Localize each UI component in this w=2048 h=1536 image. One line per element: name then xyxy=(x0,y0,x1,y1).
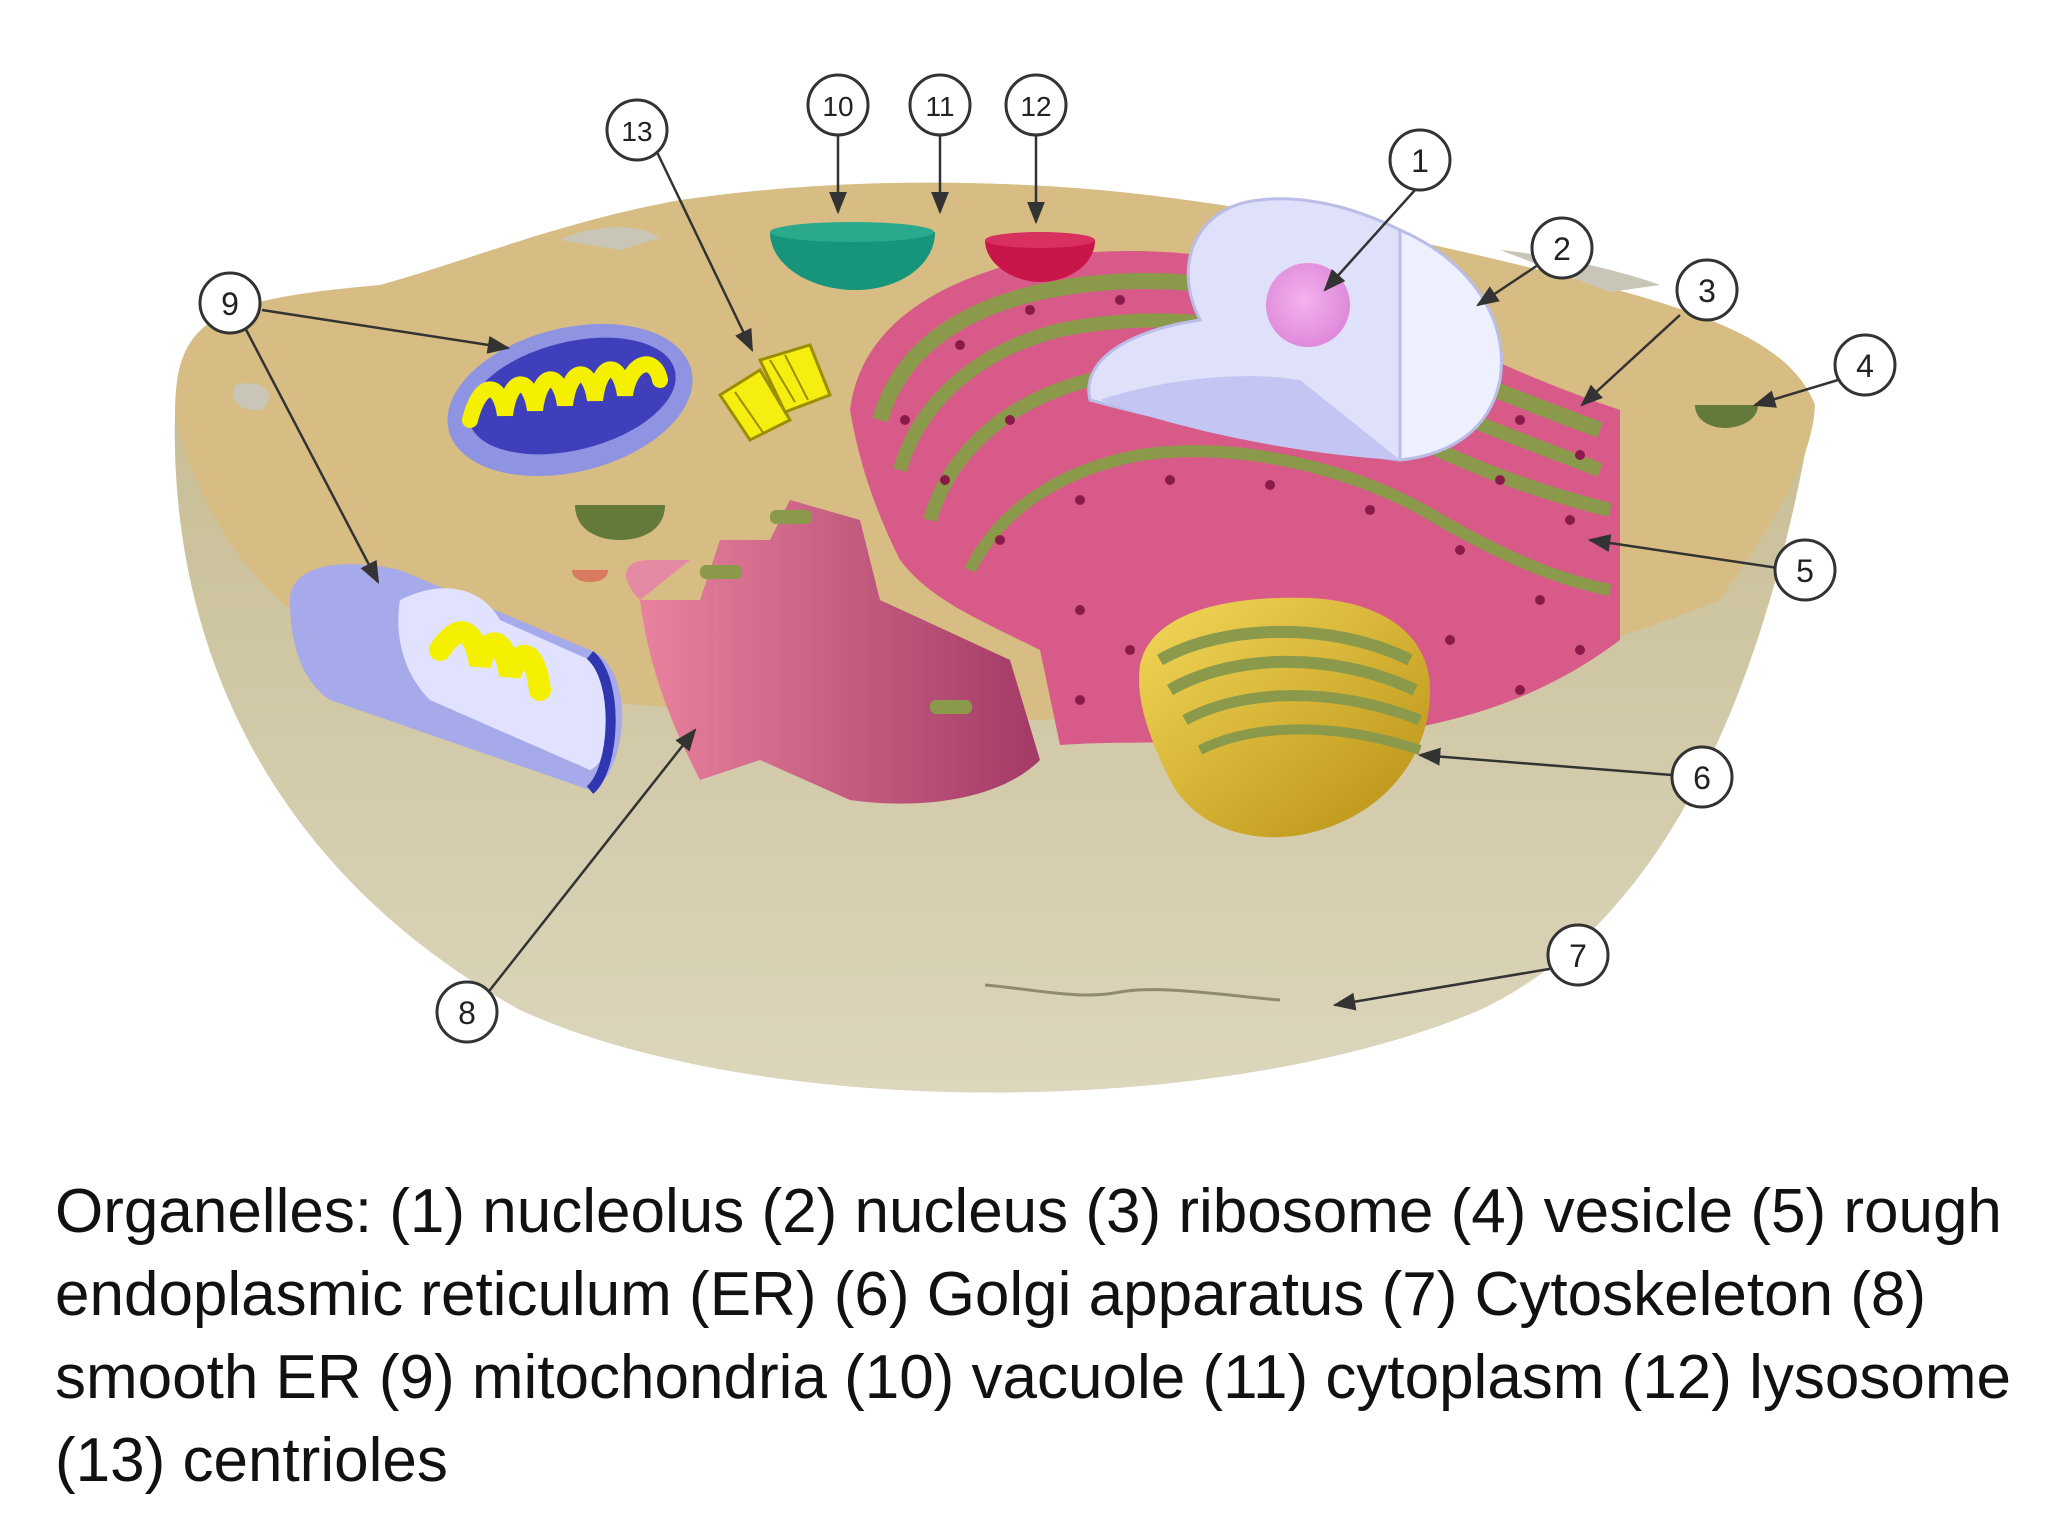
marker-12-label: 12 xyxy=(1020,91,1051,122)
marker-11-label: 11 xyxy=(925,91,954,122)
marker-13-label: 13 xyxy=(621,116,652,147)
marker-6-label: 6 xyxy=(1693,760,1711,796)
marker-3-label: 3 xyxy=(1698,273,1716,309)
marker-7-label: 7 xyxy=(1569,938,1587,974)
cell-diagram: 1 2 3 4 5 6 7 8 9 10 11 12 xyxy=(0,0,2048,1140)
marker-9: 9 xyxy=(200,273,260,333)
marker-10: 10 xyxy=(808,75,868,135)
marker-3: 3 xyxy=(1677,260,1737,320)
marker-4: 4 xyxy=(1835,335,1895,395)
organelles-caption: Organelles: (1) nucleolus (2) nucleus (3… xyxy=(55,1170,2015,1502)
marker-2-label: 2 xyxy=(1553,231,1571,267)
marker-12: 12 xyxy=(1006,75,1066,135)
marker-1: 1 xyxy=(1390,130,1450,190)
marker-13: 13 xyxy=(607,100,667,160)
marker-5: 5 xyxy=(1775,540,1835,600)
marker-2: 2 xyxy=(1532,218,1592,278)
marker-8-label: 8 xyxy=(458,995,476,1031)
marker-5-label: 5 xyxy=(1796,553,1814,589)
marker-8: 8 xyxy=(437,982,497,1042)
marker-9-label: 9 xyxy=(221,286,239,322)
marker-10-label: 10 xyxy=(822,91,853,122)
marker-7: 7 xyxy=(1548,925,1608,985)
marker-1-label: 1 xyxy=(1411,143,1429,179)
marker-11: 11 xyxy=(910,75,970,135)
marker-6: 6 xyxy=(1672,747,1732,807)
marker-4-label: 4 xyxy=(1856,348,1874,384)
